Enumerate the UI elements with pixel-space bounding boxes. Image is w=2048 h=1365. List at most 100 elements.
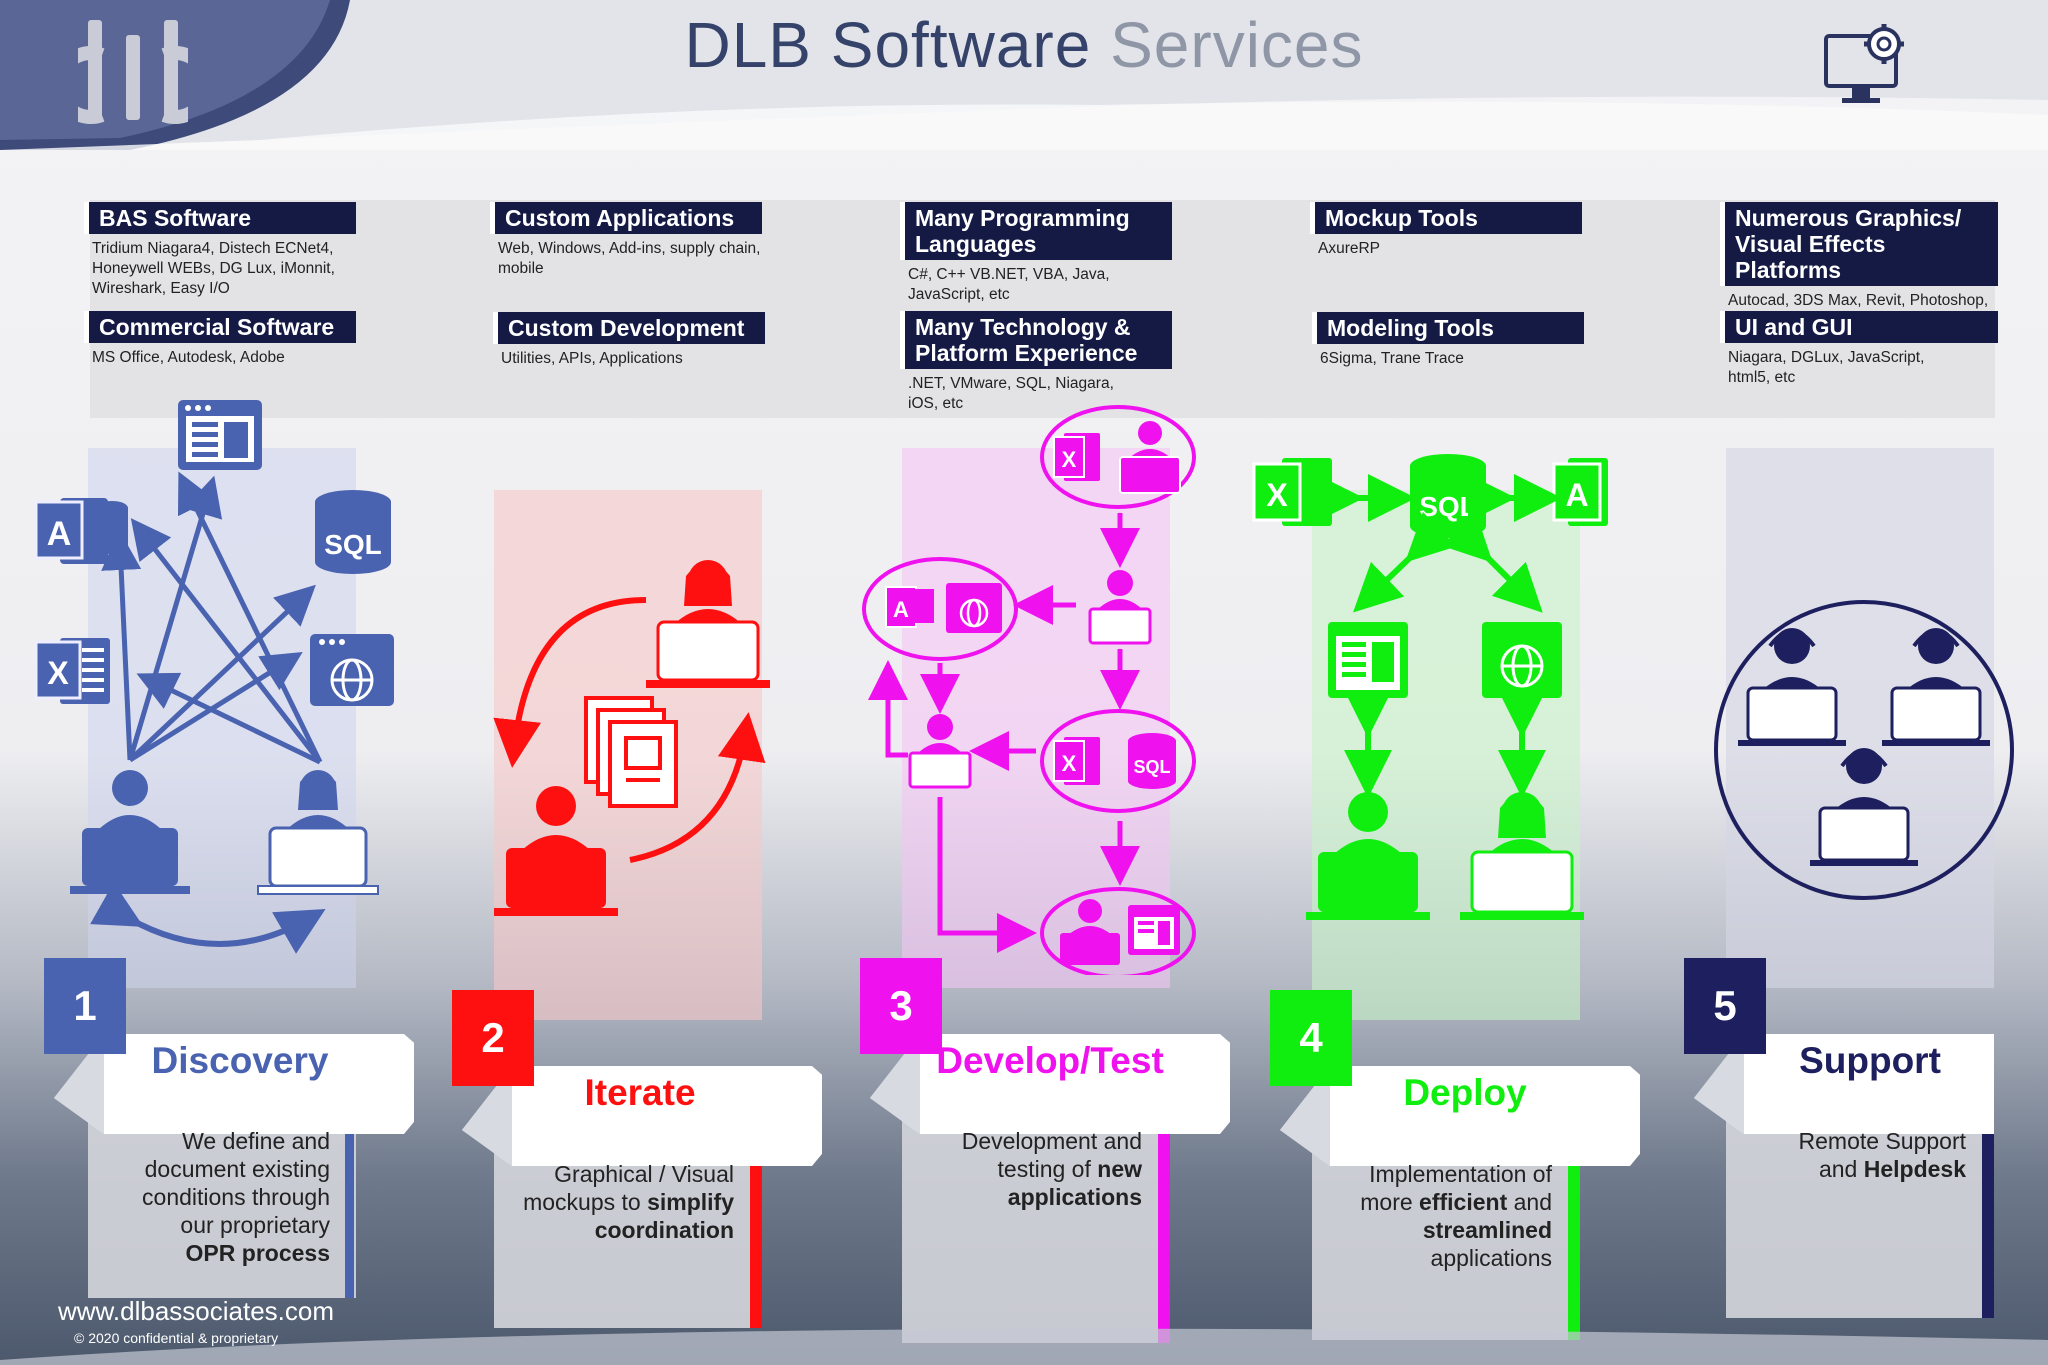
support-agent-icon <box>1882 628 1990 746</box>
category-modeling-tools: Modeling Tools 6Sigma, Trane Trace <box>1312 312 1584 369</box>
desc-line: We define and <box>182 1128 330 1154</box>
desc-line: more <box>1360 1189 1413 1215</box>
desc-bold: simplify <box>647 1189 734 1215</box>
desc-line: applications <box>1430 1245 1552 1271</box>
desc-line: Graphical / Visual <box>554 1161 734 1187</box>
header-band <box>0 0 2048 150</box>
step-number-1: 1 <box>44 958 126 1054</box>
category-custom-applications: Custom Applications Web, Windows, Add-in… <box>490 202 762 279</box>
category-ui-gui: UI and GUI Niagara, DGLux, JavaScript, h… <box>1720 311 1998 388</box>
accent-bar-develop <box>1158 1108 1170 1343</box>
svg-text:X: X <box>1266 477 1288 513</box>
access-label: A <box>47 515 72 553</box>
desc-bold: streamlined <box>1422 1217 1552 1243</box>
step-number-3: 3 <box>860 958 942 1054</box>
web-globe-icon <box>1482 622 1562 698</box>
category-desc: Niagara, DGLux, JavaScript, html5, etc <box>1728 349 1925 386</box>
dlb-logo <box>78 20 188 124</box>
desc-line: testing of <box>997 1156 1091 1182</box>
svg-text:A: A <box>893 597 909 622</box>
ribbon-develop <box>870 1034 1230 1134</box>
ribbon-discovery <box>54 1034 414 1134</box>
desc-bold: OPR process <box>185 1240 330 1266</box>
step-number-5: 5 <box>1684 958 1766 1054</box>
category-title: Mockup Tools <box>1310 202 1582 234</box>
desc-bold: coordination <box>594 1217 734 1243</box>
access-database-icon: A <box>885 586 934 628</box>
svg-text:SQL: SQL <box>1133 757 1170 777</box>
category-desc: MS Office, Autodesk, Adobe <box>92 349 285 366</box>
footer-band <box>0 1328 2048 1365</box>
category-desc: Web, Windows, Add-ins, supply chain, mob… <box>498 240 761 277</box>
discovery-diagram: A SQL X <box>34 400 394 954</box>
accent-bar-deploy <box>1568 1140 1580 1340</box>
step-desc-deploy: Implementation of more efficient and str… <box>1316 1160 1552 1272</box>
category-title: Custom Applications <box>490 202 762 234</box>
desc-bold: Helpdesk <box>1863 1156 1966 1182</box>
category-custom-development: Custom Development Utilities, APIs, Appl… <box>493 312 765 369</box>
excel-icon: X <box>1252 458 1332 526</box>
category-technology-platform: Many Technology & Platform Experience .N… <box>900 311 1172 414</box>
access-database-icon: A <box>1552 458 1608 526</box>
sql-database-icon: SQL <box>1128 733 1176 789</box>
form-window-icon <box>1328 622 1408 698</box>
step-desc-iterate: Graphical / Visual mockups to simplify c… <box>500 1160 734 1244</box>
female-user-laptop-icon <box>1460 792 1584 920</box>
desc-line: document existing <box>144 1156 330 1182</box>
user-laptop-icon <box>1119 421 1181 494</box>
user-laptop-icon <box>1088 570 1152 645</box>
category-title: Custom Development <box>493 312 765 344</box>
footer-website-link[interactable]: www.dlbassociates.com <box>58 1296 334 1326</box>
category-desc: 6Sigma, Trane Trace <box>1320 350 1464 367</box>
category-desc: AxureRP <box>1318 240 1381 257</box>
title-part2: Services <box>1110 9 1364 81</box>
male-user-laptop-icon <box>1306 792 1430 920</box>
desc-panel-iterate <box>494 1140 762 1328</box>
desc-panel-deploy <box>1312 1140 1580 1340</box>
desc-line: our proprietary <box>180 1212 330 1238</box>
step-label-discovery: Discovery <box>151 1040 329 1081</box>
excel-icon: X <box>1053 433 1100 481</box>
desc-panel-develop <box>902 1108 1170 1343</box>
step-desc-develop: Development and testing of new applicati… <box>906 1127 1142 1211</box>
mockup-stack-icon <box>584 696 678 808</box>
desc-line: mockups to <box>523 1189 641 1215</box>
category-desc: .NET, VMware, SQL, Niagara, iOS, etc <box>908 375 1114 412</box>
category-bas-software: BAS Software Tridium Niagara4, Distech E… <box>84 202 356 299</box>
iterate-diagram <box>493 560 770 916</box>
category-desc: C#, C++ VB.NET, VBA, Java, JavaScript, e… <box>908 266 1110 303</box>
accent-bar-iterate <box>750 1140 762 1328</box>
desc-line: Development and <box>961 1128 1142 1154</box>
category-programming-languages: Many Programming Languages C#, C++ VB.NE… <box>900 202 1172 305</box>
category-title: Many Programming Languages <box>900 202 1172 260</box>
web-globe-icon <box>946 583 1002 633</box>
excel-icon: X <box>1053 737 1100 785</box>
monitor-gear-icon <box>1824 24 1904 103</box>
desc-line: and <box>1513 1189 1552 1215</box>
category-title: Commercial Software <box>84 311 356 343</box>
desc-bold: new <box>1097 1156 1142 1182</box>
category-title: Numerous Graphics/ Visual Effects Platfo… <box>1720 202 1998 286</box>
desc-bold: applications <box>1007 1184 1142 1210</box>
step-number-4: 4 <box>1270 990 1352 1086</box>
desc-line: Remote Support <box>1798 1128 1966 1154</box>
step-desc-discovery: We define and document existing conditio… <box>96 1127 330 1267</box>
form-window-icon <box>1128 905 1180 955</box>
support-agent-icon <box>1738 628 1846 746</box>
category-commercial-software: Commercial Software MS Office, Autodesk,… <box>84 311 356 368</box>
desc-line: and <box>1818 1156 1858 1182</box>
user-laptop-icon <box>1060 899 1120 965</box>
svg-text:SQL: SQL <box>1419 491 1477 522</box>
category-desc: Tridium Niagara4, Distech ECNet4, Honeyw… <box>92 240 335 297</box>
svg-text:A: A <box>1565 477 1588 513</box>
male-user-laptop-icon <box>70 770 190 894</box>
desc-panel-support <box>1726 1108 1994 1318</box>
desc-bold: efficient <box>1419 1189 1508 1215</box>
excel-icon: X <box>34 638 110 704</box>
ribbon-deploy <box>1280 1066 1640 1166</box>
category-desc: Utilities, APIs, Applications <box>501 350 683 367</box>
sql-database-icon: SQL <box>1410 454 1486 538</box>
category-title: Modeling Tools <box>1312 312 1584 344</box>
step-label-support: Support <box>1799 1040 1941 1081</box>
category-mockup-tools: Mockup Tools AxureRP <box>1310 202 1582 259</box>
